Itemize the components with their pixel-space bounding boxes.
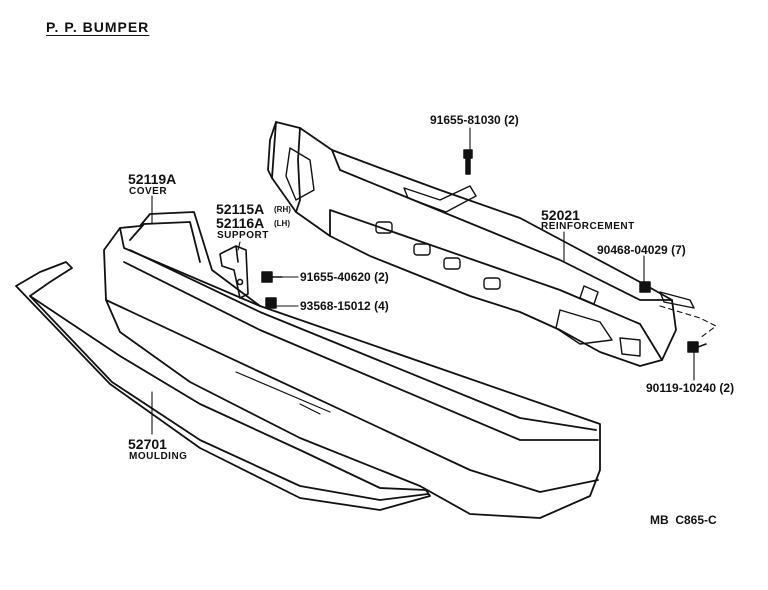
bolt-end-part-number: 90119-10240 (2) [646,381,735,395]
cover-part-number: 52119A [128,171,177,187]
reinforcement-part [267,121,695,367]
nut-part-number: 90468-04029 (7) [597,243,686,257]
support-side-lh: (LH) [274,219,290,228]
diagram-code: MB C865-C [650,513,717,527]
moulding-part-name: MOULDING [129,451,188,462]
assembly-dash-line [659,305,717,339]
bolt-top-part-number: 91655-81030 (2) [430,113,519,127]
support-part-number-rh: 52115A [216,201,265,217]
bolt-end-icon [687,341,707,353]
bolt-top-icon [463,149,473,175]
bolt-mid-part-number: 91655-40620 (2) [300,270,389,284]
cover-part-name: COVER [129,186,168,197]
bolt-mid-icon [261,271,283,283]
page-title: P. P. BUMPER [46,19,150,35]
screw-icon [265,297,277,309]
support-part-name: SUPPORT [217,230,269,241]
nut-icon [639,281,651,293]
support-side-rh: (RH) [274,205,291,214]
moulding-part [15,261,431,511]
moulding-part-number: 52701 [128,436,167,452]
reinforcement-part-number: 52021 [541,207,580,223]
support-part-number-lh: 52116A [216,215,265,231]
reinforcement-part-name: REINFORCEMENT [541,221,635,232]
support-part [219,245,249,299]
leader-support [237,241,241,251]
cover-part [103,211,601,519]
screw-part-number: 93568-15012 (4) [300,299,389,313]
